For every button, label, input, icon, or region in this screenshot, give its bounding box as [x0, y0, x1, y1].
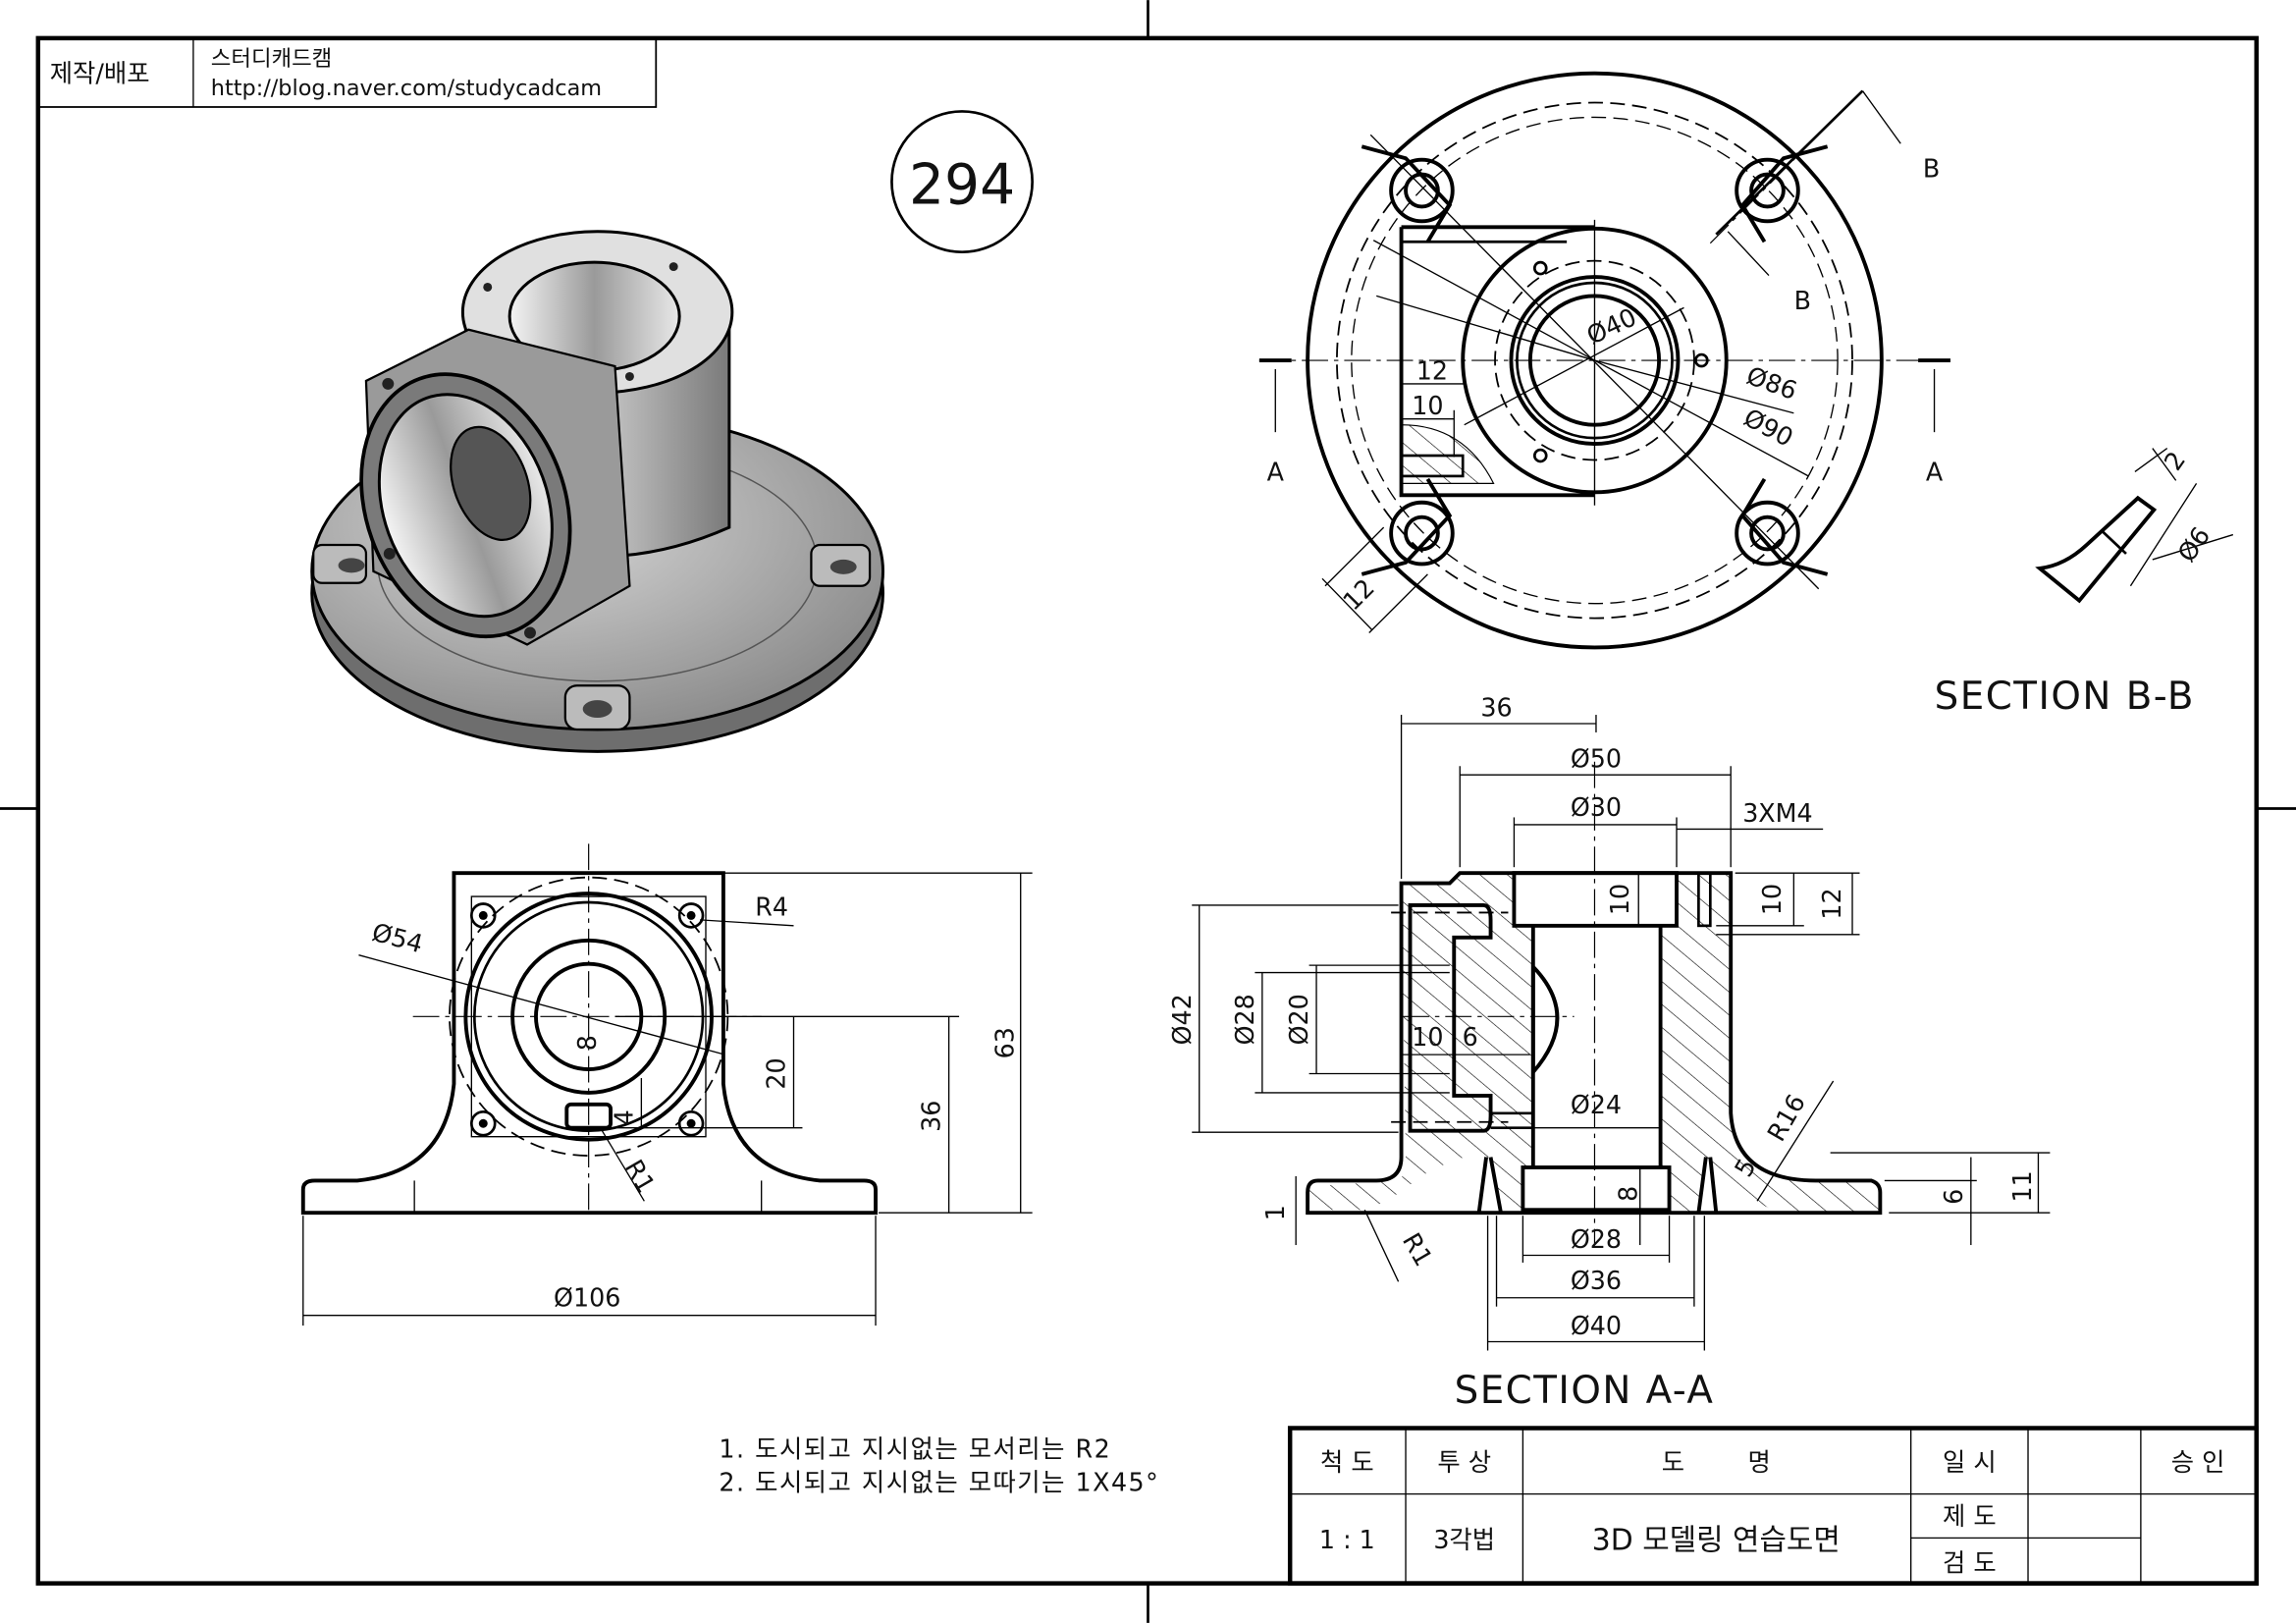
dim-d24: Ø24 [1571, 1090, 1622, 1119]
dim-d42: Ø42 [1167, 994, 1197, 1045]
dim-h12: 12 [1817, 888, 1846, 919]
publisher-label: 제작/배포 [50, 59, 150, 88]
dim-h4: 4 [609, 1109, 638, 1125]
dim-w12: 12 [1416, 355, 1448, 385]
dim-d40: Ø40 [1582, 301, 1641, 350]
publisher-name: 스터디캐드캠 [211, 46, 332, 72]
dim-d90: Ø90 [1739, 403, 1798, 453]
dim-w36: 36 [1480, 693, 1512, 723]
drawing-number: 294 [909, 152, 1015, 217]
dim-h10a: 10 [1605, 884, 1634, 915]
dim-r1: R1 [1397, 1227, 1439, 1271]
projection-value: 3각법 [1433, 1525, 1495, 1554]
dim-w10: 10 [1412, 391, 1443, 420]
section-a-right-label: A [1926, 457, 1944, 486]
dim-r4: R4 [755, 892, 788, 921]
dim-w10: 10 [1412, 1022, 1443, 1052]
dim-d28b: Ø28 [1571, 1224, 1622, 1254]
approval-label: 승 인 [2171, 1447, 2225, 1477]
drawing-number-badge: 294 [890, 110, 1034, 254]
dim-h6: 6 [1939, 1189, 1968, 1205]
detail-dim-2: 2 [2158, 446, 2191, 475]
dim-r1: R1 [619, 1155, 662, 1198]
detail-dim-d6: Ø6 [2171, 521, 2216, 568]
dim-d30: Ø30 [1571, 792, 1622, 822]
flange-lugs [1361, 144, 1829, 576]
dim-d20: Ø20 [1284, 994, 1313, 1045]
publisher-url[interactable]: http://blog.naver.com/studycadcam [211, 76, 602, 101]
section-a-left-label: A [1267, 457, 1285, 486]
dim-d28a: Ø28 [1230, 994, 1259, 1045]
section-bb-title: SECTION B-B [1935, 675, 2195, 719]
scale-label: 척 도 [1320, 1447, 1374, 1477]
title-label: 도 명 [1662, 1447, 1771, 1477]
dim-h8: 8 [1614, 1186, 1643, 1202]
front-view: Ø106 63 36 20 4 8 Ø54 R4 R1 [300, 843, 1033, 1326]
date-label: 일 시 [1943, 1447, 1997, 1477]
publisher-box: 제작/배포 스터디캐드캠 http://blog.naver.com/study… [36, 36, 658, 108]
dim-h10b: 10 [1757, 884, 1787, 915]
dim-r16: R16 [1761, 1089, 1811, 1146]
dim-d106: Ø106 [554, 1283, 620, 1313]
isometric-3d-view [310, 230, 884, 753]
section-aa-title: SECTION A-A [1455, 1369, 1715, 1413]
dim-h11: 11 [2007, 1170, 2037, 1202]
section-b-top-label: B [1923, 154, 1940, 184]
section-b-bottom-label: B [1794, 286, 1811, 315]
title-block: 척 도 투 상 도 명 일 시 승 인 제 도 검 도 1 : 1 3각법 3D… [1287, 1426, 2259, 1586]
dim-d86: Ø86 [1742, 360, 1800, 406]
bolt-holes [469, 902, 705, 1137]
note-1: 1. 도시되고 지시없는 모서리는 R2 [719, 1434, 1111, 1463]
dim-w6: 6 [1463, 1022, 1478, 1052]
thread-callout: 3XM4 [1742, 798, 1812, 828]
projection-label: 투 상 [1437, 1447, 1491, 1477]
section-aa-view: 36 Ø50 Ø30 3XM4 10 10 12 Ø42 Ø28 Ø20 10 … [1167, 693, 2051, 1413]
dim-w12b: 12 [1337, 572, 1380, 616]
drafter-label: 제 도 [1943, 1501, 1997, 1531]
checker-label: 검 도 [1943, 1548, 1997, 1578]
dim-d54: Ø54 [369, 917, 426, 958]
note-2: 2. 도시되고 지시없는 모따기는 1X45° [719, 1468, 1159, 1497]
scale-value: 1 : 1 [1319, 1525, 1375, 1554]
dim-d50: Ø50 [1571, 744, 1622, 774]
dim-h1: 1 [1260, 1205, 1290, 1220]
top-view: A A B B Ø40 Ø86 Ø90 12 10 12 2 Ø6 SECTIO… [1258, 71, 2234, 719]
drawing-title: 3D 모델링 연습도면 [1592, 1523, 1841, 1557]
dim-d40: Ø40 [1571, 1311, 1622, 1340]
dim-h20: 20 [762, 1057, 791, 1089]
dim-h63: 63 [989, 1027, 1019, 1058]
notes: 1. 도시되고 지시없는 모서리는 R2 2. 도시되고 지시없는 모따기는 1… [719, 1434, 1159, 1497]
dim-h36: 36 [917, 1101, 946, 1132]
dim-d36: Ø36 [1571, 1266, 1622, 1295]
dim-h8: 8 [572, 1035, 602, 1051]
